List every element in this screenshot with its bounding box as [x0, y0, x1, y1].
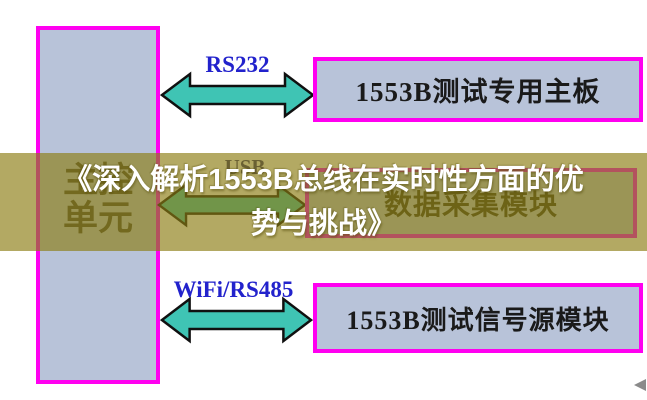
wifi-rs485-double-arrow-icon: [160, 296, 313, 344]
rs232-double-arrow-icon: [160, 71, 315, 119]
overlay-title-line1: 《深入解析1553B总线在实时性方面的优: [63, 164, 584, 196]
title-overlay-band: 《深入解析1553B总线在实时性方面的优 势与挑战》: [0, 153, 647, 251]
module-box-signal-source: 1553B测试信号源模块: [313, 283, 643, 353]
rs232-link-label: RS232: [205, 52, 270, 77]
overlay-title-line2: 势与挑战》: [250, 208, 396, 240]
left-triangle-icon: [634, 379, 646, 391]
module-box-test-mainboard: 1553B测试专用主板: [313, 57, 643, 122]
wifi-rs485-link-label: WiFi/RS485: [173, 277, 294, 302]
